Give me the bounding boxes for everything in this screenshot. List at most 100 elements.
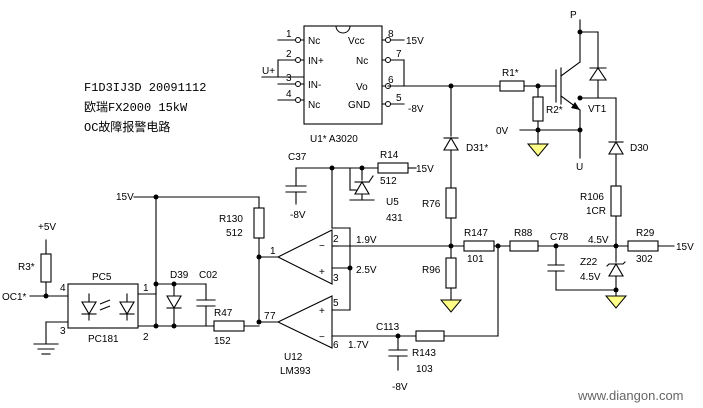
r147-label: R147 <box>464 228 488 239</box>
lm393-label: LM393 <box>280 366 311 377</box>
u1-pin3-num: 3 <box>286 73 292 84</box>
r106-value: 1CR <box>586 206 606 217</box>
oc1-label: OC1* <box>2 292 27 303</box>
supply-15v-label: 15V <box>116 192 134 203</box>
c78-label: C78 <box>550 232 569 243</box>
r47-resistor <box>213 320 245 332</box>
r3-label: R3* <box>18 262 35 273</box>
r2-resistor <box>532 96 544 122</box>
r14-label: R14 <box>380 150 399 161</box>
title-line-1: F1D3IJ3D 20091112 <box>84 81 206 95</box>
pc5-pin2: 2 <box>143 332 149 343</box>
u5-value: 431 <box>386 213 403 224</box>
igbt-p-label: P <box>570 10 577 21</box>
u12-lower-comparator: + − 5 6 7 <box>270 295 401 351</box>
z22-zener <box>608 262 624 277</box>
r2-label: R2* <box>546 105 563 116</box>
title-line-2: 欧瑞FX2000 15kW <box>84 100 188 115</box>
d31-diode <box>443 136 459 151</box>
d39-diode <box>166 295 182 310</box>
r29-supply: 15V <box>676 242 694 253</box>
u12-label: U12 <box>284 352 303 363</box>
c37-supply: -8V <box>290 210 306 221</box>
u5-label: U5 <box>386 197 399 208</box>
cmp-lower-plus: + <box>319 306 325 317</box>
u1-pin2-name: IN+ <box>308 56 324 67</box>
u1-pin3-name: IN- <box>308 80 321 91</box>
r106-label: R106 <box>580 192 604 203</box>
r3-resistor <box>40 253 52 283</box>
igbt-u-label: U <box>576 162 583 173</box>
c37-label: C37 <box>288 152 307 163</box>
plus5v-label: +5V <box>38 222 56 233</box>
r29-resistor <box>627 240 659 252</box>
u1-gnd-supply: -8V <box>408 104 424 115</box>
u1-pin4-name: Nc <box>308 100 320 111</box>
r143-value: 103 <box>416 364 433 375</box>
u1-pin7-name: Nc <box>356 56 368 67</box>
r106-resistor <box>610 185 622 217</box>
r147-value: 101 <box>467 254 484 265</box>
u1-pin7-num: 7 <box>396 49 402 60</box>
r88-label: R88 <box>514 228 533 239</box>
u1-pin1-num: 1 <box>286 29 292 40</box>
u1-pin8-name: Vcc <box>348 36 365 47</box>
cmp-lower-pin5: 5 <box>333 298 339 309</box>
r76-resistor <box>445 187 457 219</box>
pc181-label: PC181 <box>88 334 119 345</box>
cmp-upper-pin2: 2 <box>333 234 339 245</box>
r147-resistor <box>463 240 495 252</box>
pc5-pin3: 3 <box>60 326 66 337</box>
u1-pin1-name: Nc <box>308 36 320 47</box>
r1-resistor <box>499 80 525 92</box>
r14-supply: 15V <box>416 164 434 175</box>
ground-symbol-r96 <box>439 299 463 313</box>
u1-vcc-supply: 15V <box>406 36 424 47</box>
d30-diode <box>608 140 624 155</box>
r14-resistor <box>377 162 409 174</box>
ground-symbol-z22 <box>604 295 628 309</box>
r14-value: 512 <box>380 176 397 187</box>
node-pin7-label: 7 <box>264 311 270 322</box>
u12-upper-comparator: − + 2 3 1 <box>258 229 351 285</box>
c113-label: C113 <box>376 322 400 333</box>
u1-ref-label: U1* A3020 <box>310 134 358 145</box>
r96-label: R96 <box>422 265 441 276</box>
c02-label: C02 <box>199 270 218 281</box>
z22-value: 4.5V <box>580 272 601 283</box>
d39-label: D39 <box>170 270 189 281</box>
r76-label: R76 <box>422 199 441 210</box>
zero-volt-label: 0V <box>496 126 509 137</box>
pc5-label: PC5 <box>92 272 112 283</box>
igbt-freewheel-diode <box>588 67 608 81</box>
v17-label: 1.7V <box>348 340 369 351</box>
u1-pin8-num: 8 <box>388 29 394 40</box>
watermark-text: www.diangon.com <box>577 388 684 403</box>
c113-supply: -8V <box>392 382 408 393</box>
cmp-lower-pin6: 6 <box>333 340 339 351</box>
u1-pin5-num: 5 <box>396 93 402 104</box>
r130-value: 512 <box>226 228 243 239</box>
r96-resistor <box>445 257 457 289</box>
cmp-lower-pin7: 7 <box>270 311 276 322</box>
r29-value: 302 <box>636 254 653 265</box>
pc5-pin4: 4 <box>60 283 66 294</box>
r130-label: R130 <box>219 214 243 225</box>
r143-resistor <box>415 330 445 342</box>
u1-pin4-num: 4 <box>286 89 292 100</box>
igbt-ref-label: VT1 <box>588 104 607 115</box>
u1-pin6-num: 6 <box>388 75 394 86</box>
u5-tl431 <box>354 180 370 195</box>
cmp-upper-plus: + <box>319 267 325 278</box>
u1-pin2-num: 2 <box>286 49 292 60</box>
u1-a3020-ic: 1 2 3 4 Nc IN+ IN- Nc U+ Vcc Nc Vo GND 8… <box>261 25 424 145</box>
u1-input-label: U+ <box>262 66 275 77</box>
v19-label: 1.9V <box>356 235 377 246</box>
r1-label: R1* <box>502 68 519 79</box>
u1-pin6-name: Vo <box>356 82 368 93</box>
r88-resistor <box>509 240 539 252</box>
igbt-vt1: P U VT1 <box>555 10 608 173</box>
v45-top-label: 4.5V <box>588 235 609 246</box>
d31-label: D31* <box>466 143 488 154</box>
r130-resistor <box>253 207 265 239</box>
